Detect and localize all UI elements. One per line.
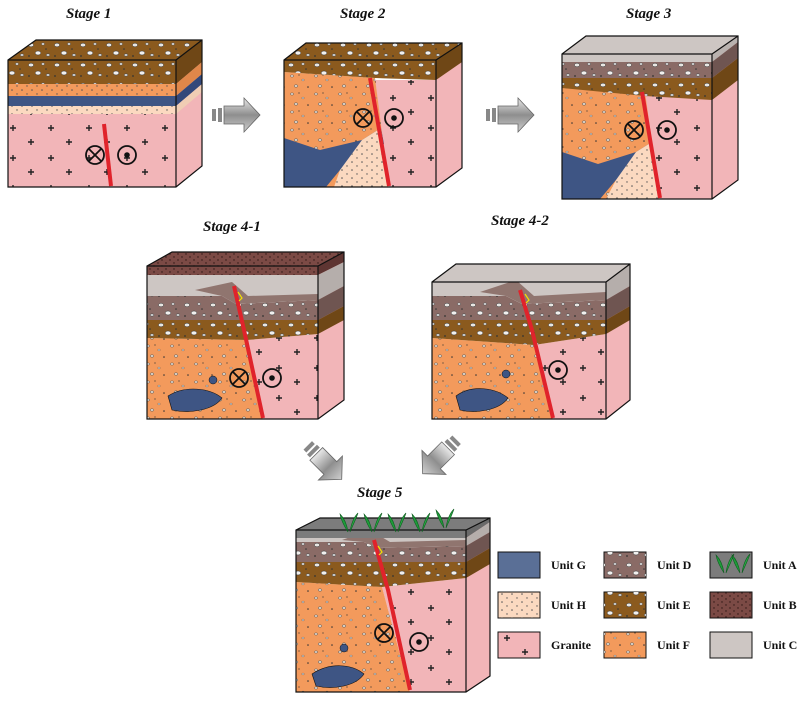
legend-label-unit-c: Unit C (763, 638, 798, 652)
flow-arrow (303, 441, 343, 481)
stage-5-label: Stage 5 (357, 485, 403, 501)
stage-3-label: Stage 3 (626, 6, 672, 22)
stage-2-block (283, 42, 463, 188)
stage-4-1-label: Stage 4-1 (203, 219, 261, 235)
legend-label-unit-e: Unit E (657, 598, 691, 612)
stage-1-block (7, 39, 203, 188)
legend (497, 551, 753, 659)
legend-swatch-unit-g (497, 551, 541, 579)
legend-label-unit-b: Unit B (763, 598, 797, 612)
legend-swatch-unit-c (709, 631, 753, 659)
legend-label-unit-h: Unit H (551, 598, 587, 612)
legend-label-unit-d: Unit D (657, 558, 692, 572)
stage-4-2-label: Stage 4-2 (491, 213, 549, 229)
stage-4-1-block (146, 251, 345, 420)
stage-1-label: Stage 1 (66, 6, 112, 22)
legend-label-unit-g: Unit G (551, 558, 587, 572)
flow-arrow (486, 96, 535, 134)
stage-3-block (561, 35, 739, 200)
legend-label-unit-a: Unit A (763, 558, 797, 572)
stage-2-label: Stage 2 (340, 6, 386, 22)
stage-5-block (295, 508, 491, 693)
stage-4-2-block (431, 263, 631, 420)
flow-arrow (421, 435, 461, 475)
legend-label-granite: Granite (551, 638, 591, 652)
flow-arrow (212, 96, 261, 134)
legend-label-unit-f: Unit F (657, 638, 690, 652)
